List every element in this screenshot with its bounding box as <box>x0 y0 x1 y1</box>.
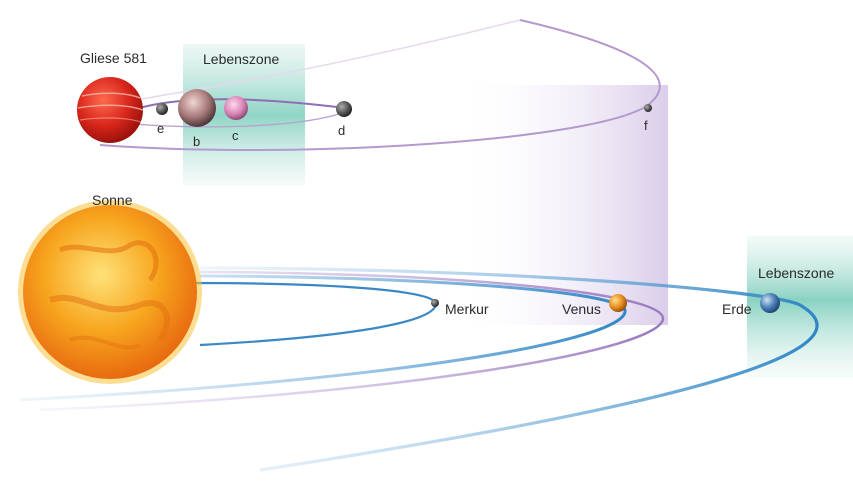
orbit-merkur <box>189 281 438 347</box>
gliese-habitable-zone-label: Lebenszone <box>203 51 280 67</box>
sun-star <box>18 200 202 384</box>
planet-d <box>336 101 352 117</box>
orbit-f-back <box>119 19 521 104</box>
orbit-f <box>99 19 661 151</box>
planet-f-label: f <box>644 118 648 133</box>
orbit-erde <box>199 266 819 472</box>
planet-erde <box>760 293 780 313</box>
planet-d-label: d <box>338 123 345 138</box>
planet-b <box>178 89 216 127</box>
planet-erde-label: Erde <box>722 301 752 317</box>
planet-c-label: c <box>232 128 239 143</box>
orbit-venus <box>19 274 627 402</box>
planet-e <box>156 103 168 115</box>
sun-habitable-zone-label: Lebenszone <box>758 265 835 281</box>
planet-c <box>224 96 248 120</box>
gliese-581-star <box>77 77 144 143</box>
orbit-purple <box>39 270 665 412</box>
planet-b-label: b <box>193 134 200 149</box>
planet-f <box>644 104 652 112</box>
planet-e-label: e <box>157 121 164 136</box>
planet-merkur <box>431 299 439 307</box>
sun-label: Sonne <box>92 192 133 208</box>
orbit-d-front <box>119 111 346 128</box>
gliese-581-label: Gliese 581 <box>80 50 147 66</box>
planet-venus-label: Venus <box>562 301 601 317</box>
planet-merkur-label: Merkur <box>445 301 489 317</box>
planet-venus <box>609 294 627 312</box>
